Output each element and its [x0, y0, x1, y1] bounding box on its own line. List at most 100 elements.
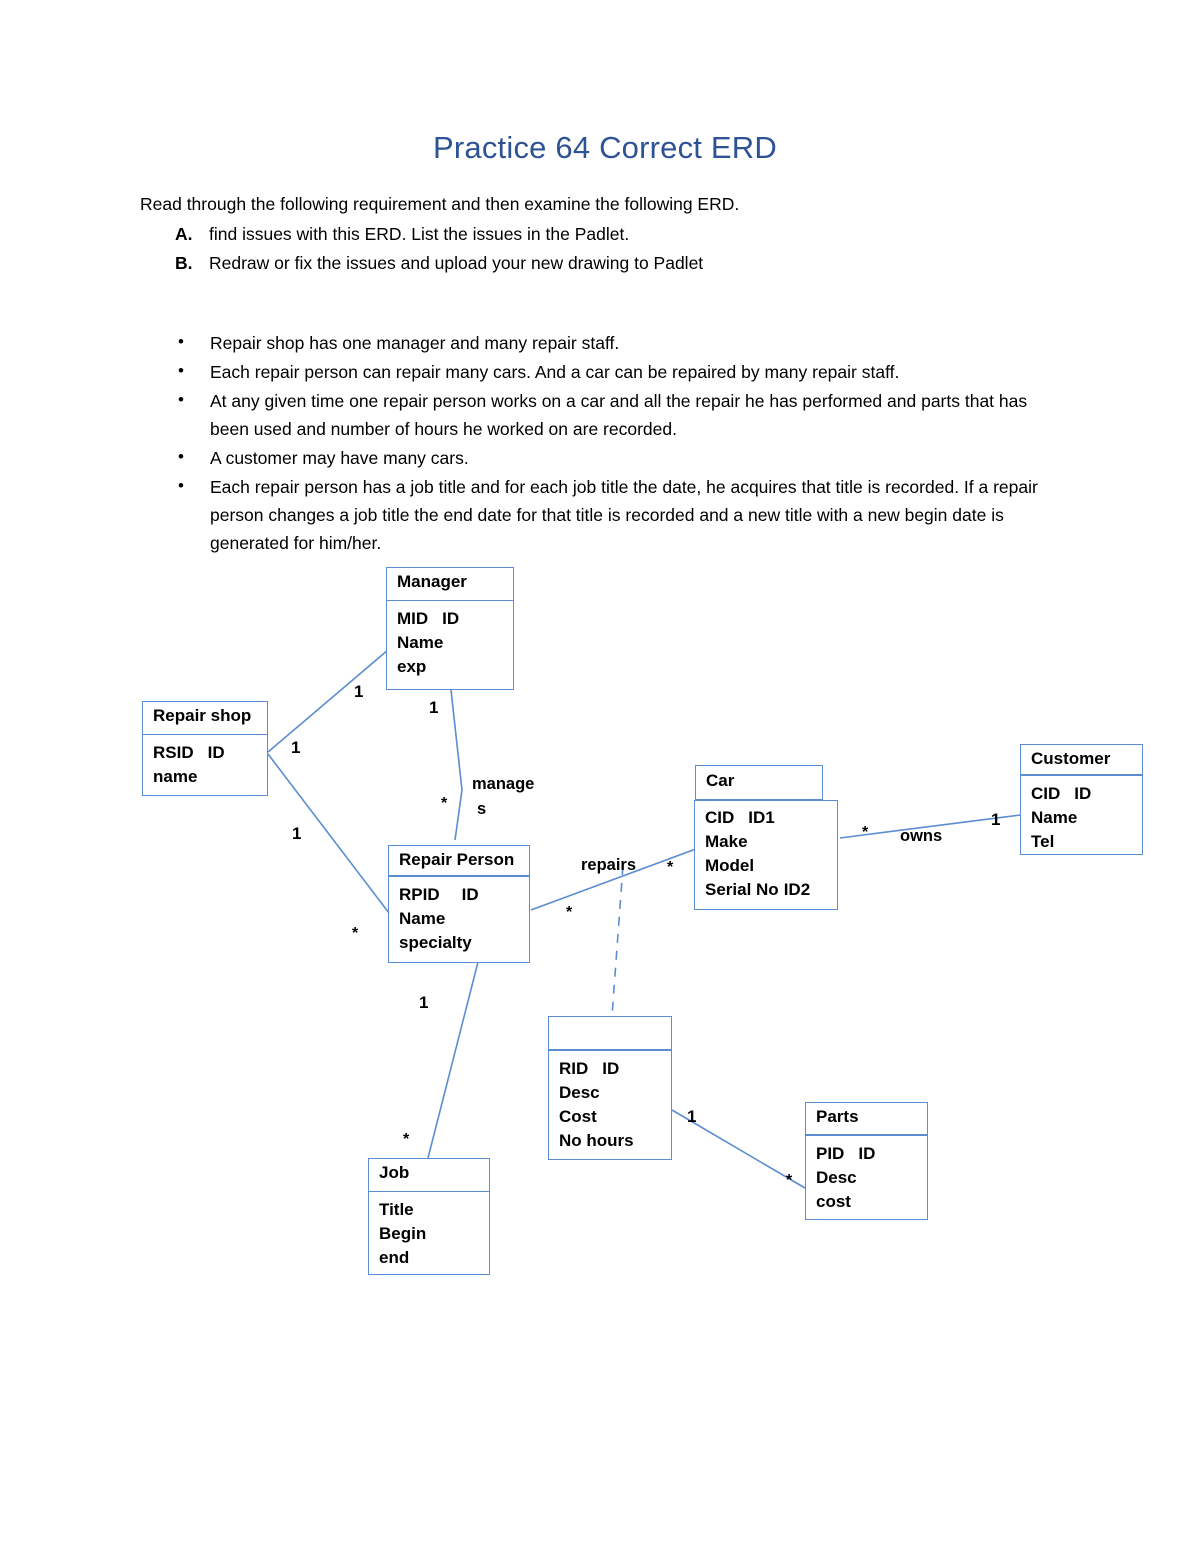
attribute-key: ID [858, 1144, 876, 1163]
entity-title: Manager [387, 568, 513, 601]
cardinality-shop-manager-near-manager: 1 [354, 682, 364, 701]
list-item: B. Redraw or fix the issues and upload y… [140, 249, 1070, 277]
entity-attributes: RPID ID Name specialty [389, 877, 529, 961]
bullet-icon: • [178, 476, 184, 496]
attribute-row: Model [705, 854, 827, 878]
cardinality-person-car-near-person: * [566, 904, 573, 921]
attribute-name: name [153, 767, 198, 787]
list-item-text: A customer may have many cars. [210, 448, 469, 469]
list-item-text: find issues with this ERD. List the issu… [209, 224, 630, 245]
attribute-key: ID [461, 885, 479, 904]
attribute-name: No hours [559, 1131, 634, 1151]
attribute-key: ID [1074, 784, 1092, 803]
list-item: • Each repair person can repair many car… [140, 358, 1070, 386]
intro-paragraph: Read through the following requirement a… [140, 194, 740, 214]
entity-title: Customer [1021, 745, 1142, 776]
entity-repair[interactable]: RID ID Desc Cost No hours [548, 1016, 672, 1160]
cardinality-manager-person-near-manager: 1 [429, 698, 439, 717]
attribute-key: ID [602, 1059, 620, 1078]
cardinality-manager-person-near-person: * [441, 795, 448, 812]
entity-title: Repair Person [389, 846, 529, 877]
cardinality-repair-parts-near-parts: * [786, 1172, 793, 1189]
entity-title [549, 1017, 671, 1051]
attribute-name: RPID [399, 885, 440, 904]
attribute-name: Cost [559, 1107, 597, 1127]
attribute-name: RID [559, 1059, 589, 1078]
entity-title: Car [706, 771, 735, 790]
document-text-block: Practice 64 Correct ERD Read through the… [140, 130, 1070, 558]
attribute-row: Name [397, 631, 503, 655]
attribute-key: ID [207, 743, 225, 762]
list-item-text: At any given time one repair person work… [210, 391, 1028, 440]
entity-attributes: RID ID Desc Cost No hours [549, 1051, 671, 1160]
attribute-name: Model [705, 856, 755, 876]
attribute-name: Name [399, 909, 446, 929]
entity-attributes: Title Begin end [369, 1192, 489, 1276]
attribute-name: Name [397, 633, 444, 653]
list-item: • Each repair person has a job title and… [140, 473, 1070, 557]
attribute-row: RPID ID [399, 883, 519, 907]
bullet-icon: • [178, 361, 184, 381]
attribute-name: Make [705, 832, 748, 852]
entity-repair-person[interactable]: Repair Person RPID ID Name specialty [388, 845, 530, 963]
attribute-row: Name [1031, 806, 1132, 830]
list-item: • Repair shop has one manager and many r… [140, 329, 1070, 357]
attribute-row: specialty [399, 931, 519, 955]
attribute-row: Begin [379, 1222, 479, 1246]
bullet-icon: • [178, 447, 184, 467]
list-item-text: Each repair person can repair many cars.… [210, 362, 900, 383]
attribute-row: end [379, 1246, 479, 1270]
cardinality-person-job-near-person: 1 [419, 993, 429, 1012]
attribute-row: name [153, 765, 257, 789]
list-item: • A customer may have many cars. [140, 444, 1070, 472]
attribute-name: Desc [816, 1168, 857, 1188]
connector-repairperson-job [427, 961, 479, 1159]
attribute-key: ID [442, 609, 460, 628]
connector-shop-manager [267, 649, 389, 753]
cardinality-shop-manager-near-shop: 1 [291, 738, 301, 757]
lettered-list: A. find issues with this ERD. List the i… [140, 220, 1070, 277]
entity-title: Parts [806, 1103, 927, 1136]
entity-job[interactable]: Job Title Begin end [368, 1158, 490, 1275]
attribute-row: Tel [1031, 830, 1132, 854]
attribute-key: ID2 [783, 880, 811, 900]
attribute-row: cost [816, 1190, 917, 1214]
cardinality-shop-person-near-shop: 1 [292, 824, 302, 843]
attribute-row: Desc [816, 1166, 917, 1190]
list-item: • At any given time one repair person wo… [140, 387, 1070, 443]
attribute-name: Title [379, 1200, 414, 1219]
attribute-row: exp [397, 655, 503, 679]
list-marker: B. [175, 252, 193, 273]
entity-car-header-box[interactable]: Car [695, 765, 823, 801]
attribute-key: ID1 [748, 808, 775, 827]
list-item-text: Redraw or fix the issues and upload your… [209, 252, 704, 273]
list-item-text: Each repair person has a job title and f… [210, 477, 1038, 554]
list-item: A. find issues with this ERD. List the i… [140, 220, 1070, 248]
attribute-name: Begin [379, 1224, 427, 1244]
list-marker: A. [175, 224, 193, 245]
attribute-name: Tel [1031, 832, 1055, 852]
attribute-row: Desc [559, 1081, 661, 1105]
cardinality-person-car-near-car: * [667, 859, 674, 876]
cardinality-shop-person-near-person: * [352, 925, 359, 942]
page-title: Practice 64 Correct ERD [433, 130, 777, 165]
attribute-name: Serial No [705, 880, 779, 900]
attribute-name: end [379, 1248, 410, 1268]
cardinality-car-customer-near-car: * [862, 824, 869, 841]
attribute-row: Title [379, 1198, 479, 1222]
attribute-name: Name [1031, 808, 1078, 828]
